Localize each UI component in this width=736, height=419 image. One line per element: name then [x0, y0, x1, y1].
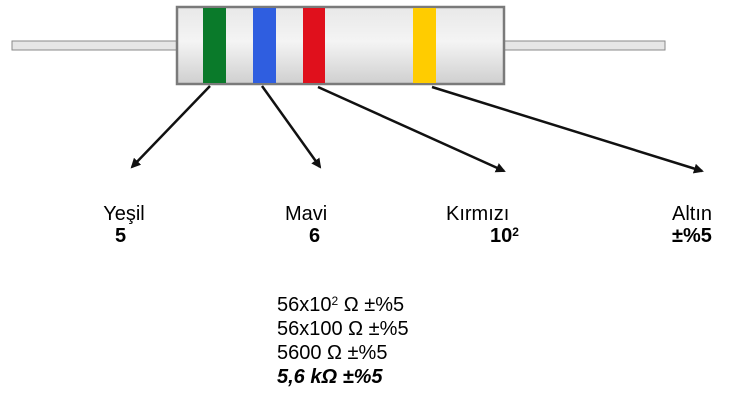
label-altin: Altın ±%5	[672, 203, 736, 247]
right-lead	[502, 40, 666, 51]
band-value: 102	[446, 225, 556, 247]
arrow-gold	[431, 85, 704, 174]
band-value: 6	[309, 225, 321, 247]
label-yesil: Yeşil 5	[88, 203, 160, 247]
arrow-blue	[260, 85, 322, 169]
band-red	[303, 8, 325, 83]
calc-line-2: 56x100 Ω ±%5	[277, 318, 409, 340]
resistor-body	[175, 5, 506, 86]
calculation-block: 56x102 Ω ±%5 56x100 Ω ±%5 5600 Ω ±%5 5,6…	[277, 293, 409, 389]
calc-result: 5,6 kΩ ±%5	[277, 366, 383, 388]
multiplier-base: 10	[490, 225, 513, 247]
calc-base: 56x10	[277, 294, 332, 316]
arrow-green	[130, 85, 211, 169]
band-name: Kırmızı	[446, 203, 510, 225]
left-lead	[11, 40, 179, 51]
arrow-red	[317, 85, 506, 173]
calc-line-3: 5600 Ω ±%5	[277, 342, 388, 364]
calc-line-1: 56x102 Ω ±%5	[277, 293, 409, 317]
band-name: Yeşil	[103, 203, 145, 225]
band-green	[203, 8, 226, 83]
band-gold	[413, 8, 436, 83]
calc-exponent: 2	[331, 294, 339, 308]
multiplier-exponent: 2	[512, 225, 519, 239]
band-blue	[253, 8, 276, 83]
band-value: ±%5	[672, 225, 712, 247]
label-kirmizi: Kırmızı 102	[446, 203, 556, 247]
label-mavi: Mavi 6	[285, 203, 355, 247]
calc-rest: Ω ±%5	[338, 294, 405, 316]
band-name: Altın	[672, 203, 713, 225]
band-name: Mavi	[285, 203, 328, 225]
band-value: 5	[115, 225, 127, 247]
